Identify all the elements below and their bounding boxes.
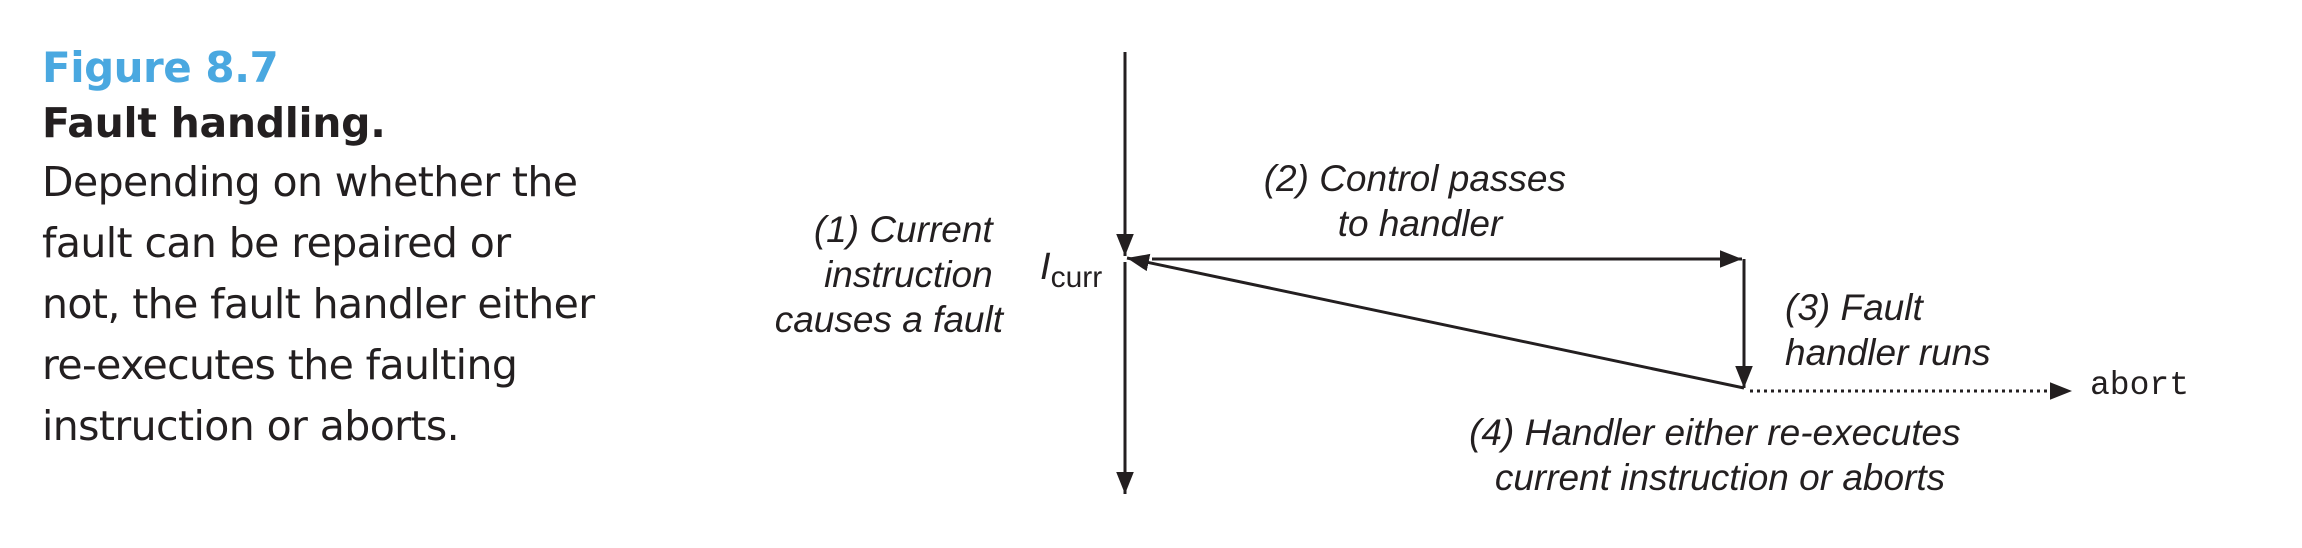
step2-label: (2) Control passes to handler — [1264, 158, 1577, 244]
description-line: Depending on whether the — [42, 158, 578, 206]
figure-description: Depending on whether the fault can be re… — [42, 152, 682, 457]
figure-title: Fault handling. — [42, 99, 386, 147]
current-instruction-label: Icurr — [1040, 246, 1102, 294]
description-line: fault can be repaired or — [42, 219, 511, 267]
description-line: instruction or aborts. — [42, 402, 460, 450]
step4-label: (4) Handler either re-executes current i… — [1469, 412, 1971, 498]
reexecute-arrow — [1126, 253, 1745, 390]
figure-number: Figure 8.7 — [42, 43, 279, 92]
description-line: not, the fault handler either — [42, 280, 595, 328]
description-line: re-executes the faulting — [42, 341, 518, 389]
step1-label: (1) Current instruction causes a fault — [775, 209, 1005, 340]
abort-label: abort — [2090, 367, 2189, 404]
figure-caption: Figure 8.7 Fault handling. Depending on … — [42, 42, 682, 457]
step3-label: (3) Fault handler runs — [1785, 287, 1991, 373]
